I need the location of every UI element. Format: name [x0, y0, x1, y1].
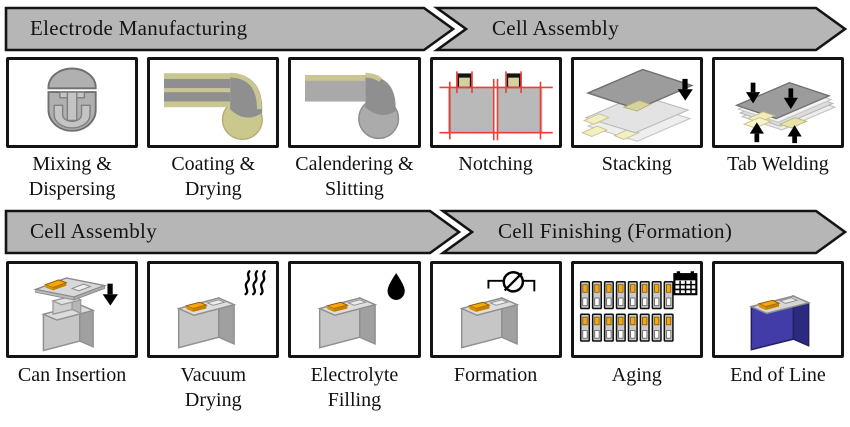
step-label-coating-drying: Coating & Drying — [171, 153, 256, 200]
step-label-mixing-dispersing: Mixing & Dispersing — [28, 153, 116, 200]
aging-cell-array — [579, 281, 674, 342]
end-of-line-icon — [748, 295, 811, 351]
step-label-notching: Notching — [458, 153, 533, 175]
step-label-stacking: Stacking — [601, 153, 672, 175]
step-boxes-row-2 — [0, 261, 850, 358]
vacuum-drying-icon — [176, 270, 267, 349]
calendering-roller-icon — [305, 72, 400, 140]
stacking-icon — [580, 68, 694, 142]
mixing-vessel-icon — [47, 67, 97, 132]
step-boxes-row-1 — [0, 57, 850, 148]
step-label-electrolyte-filling: Electrolyte Filling — [310, 364, 399, 411]
step-label-aging: Aging — [611, 364, 662, 386]
step-labels-row-2: Can Insertion Vacuum Drying Electrolyte … — [0, 363, 850, 413]
banner-row-2 — [4, 209, 848, 255]
step-box-formation — [429, 261, 562, 358]
step-box-stacking — [570, 57, 703, 148]
electrolyte-filling-icon — [317, 273, 406, 349]
step-box-tab-welding — [711, 57, 845, 148]
step-box-can-insertion — [6, 261, 139, 358]
coating-roller-icon — [164, 72, 264, 141]
step-label-tab-welding: Tab Welding — [727, 153, 829, 175]
heat-waves-glyph — [244, 270, 267, 296]
step-box-mixing-dispersing — [6, 57, 139, 148]
banner-label-cell-finishing: Cell Finishing (Formation) — [498, 219, 733, 243]
step-label-end-of-line: End of Line — [730, 364, 826, 386]
meter-glyph — [486, 270, 535, 293]
electrode-manufacturing-banner-shape — [4, 6, 456, 52]
droplet-glyph — [387, 273, 406, 300]
step-box-end-of-line — [711, 261, 845, 358]
step-box-electrolyte-filling — [288, 261, 421, 358]
banner-label-cell-assembly-bottom: Cell Assembly — [30, 219, 157, 243]
step-label-calendering-slitting: Calendering & Slitting — [295, 153, 414, 200]
banner-row-1 — [4, 6, 848, 52]
step-box-calendering-slitting — [288, 57, 421, 148]
notching-icon — [438, 71, 553, 141]
can-insertion-icon — [33, 277, 118, 352]
step-box-notching — [429, 57, 562, 148]
cell-finishing-banner-shape — [438, 209, 848, 255]
aging-icon — [579, 271, 698, 342]
step-label-formation: Formation — [453, 364, 538, 386]
formation-icon — [459, 270, 535, 349]
banner-label-cell-assembly-top: Cell Assembly — [492, 16, 619, 40]
step-label-vacuum-drying: Vacuum Drying — [180, 364, 247, 411]
tab-welding-icon — [734, 81, 837, 144]
cell-assembly-banner-shape-bottom — [4, 209, 462, 255]
cell-assembly-banner-shape-top — [432, 6, 848, 52]
calendar-icon — [673, 271, 698, 296]
banner-label-electrode-manufacturing: Electrode Manufacturing — [30, 16, 248, 40]
step-box-coating-drying — [147, 57, 280, 148]
step-box-vacuum-drying — [147, 261, 280, 358]
step-label-can-insertion: Can Insertion — [17, 364, 127, 386]
step-labels-row-1: Mixing & Dispersing Coating & Drying Cal… — [0, 152, 850, 202]
step-box-aging — [570, 261, 703, 358]
